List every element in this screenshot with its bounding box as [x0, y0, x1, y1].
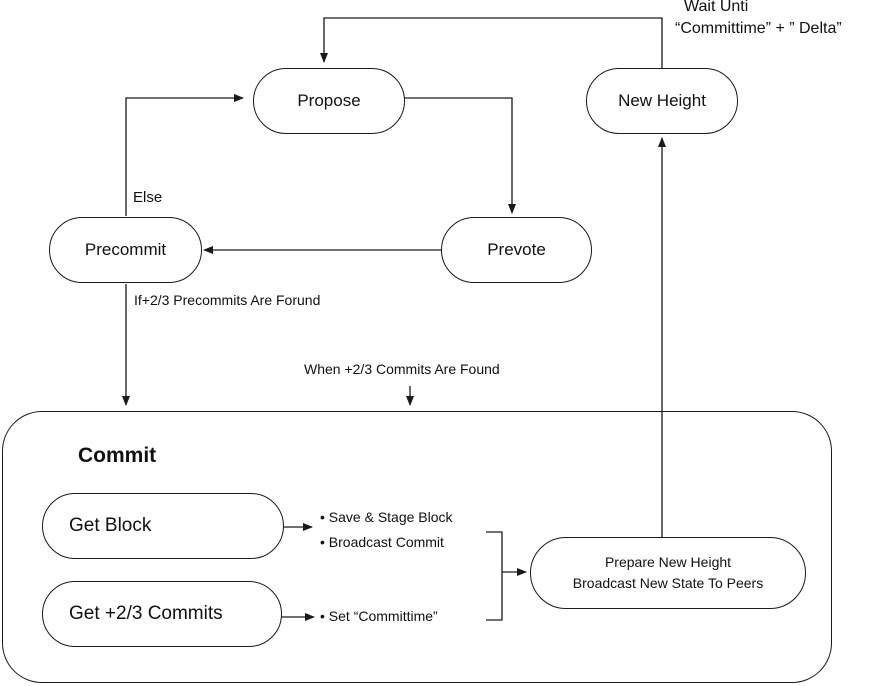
commit-container — [2, 411, 832, 683]
prepare-line2: Broadcast New State To Peers — [572, 575, 764, 591]
get-block-node: Get Block — [42, 493, 284, 559]
wait-until-label-line1: Wait Unti — [684, 0, 749, 15]
get-block-label: Get Block — [69, 515, 152, 536]
commit-title: Commit — [78, 444, 157, 467]
precommit-node: Precommit — [49, 217, 202, 283]
commits-found-label: When +2/3 Commits Are Found — [304, 361, 500, 377]
propose-node: Propose — [253, 68, 405, 134]
prepare-line1: Prepare New Height — [604, 554, 732, 570]
precommit-label: Precommit — [84, 240, 167, 259]
arrow-precommit-else-to-propose — [125, 94, 244, 216]
set-committime-bullet: • Set “Committime” — [320, 608, 438, 624]
arrow-newheight-to-propose — [320, 17, 663, 72]
get-commits-label: Get +2/3 Commits — [69, 603, 223, 624]
get-commits-node: Get +2/3 Commits — [42, 581, 282, 647]
new-height-node: New Height — [586, 68, 738, 134]
prevote-label: Prevote — [487, 240, 546, 259]
prepare-new-height-node: Prepare New Height Broadcast New State T… — [530, 537, 806, 609]
precommits-found-label: If+2/3 Precommits Are Forund — [134, 292, 321, 308]
prevote-node: Prevote — [441, 217, 592, 283]
arrow-propose-to-prevote — [404, 97, 516, 214]
save-stage-bullet: • Save & Stage Block — [320, 509, 453, 525]
broadcast-commit-bullet: • Broadcast Commit — [320, 534, 444, 550]
propose-label: Propose — [297, 91, 361, 110]
else-label: Else — [133, 189, 163, 206]
new-height-label: New Height — [618, 91, 706, 110]
wait-until-label-line2: “Committime” + ” Delta” — [675, 20, 842, 37]
bracket-to-prepare — [486, 531, 503, 621]
